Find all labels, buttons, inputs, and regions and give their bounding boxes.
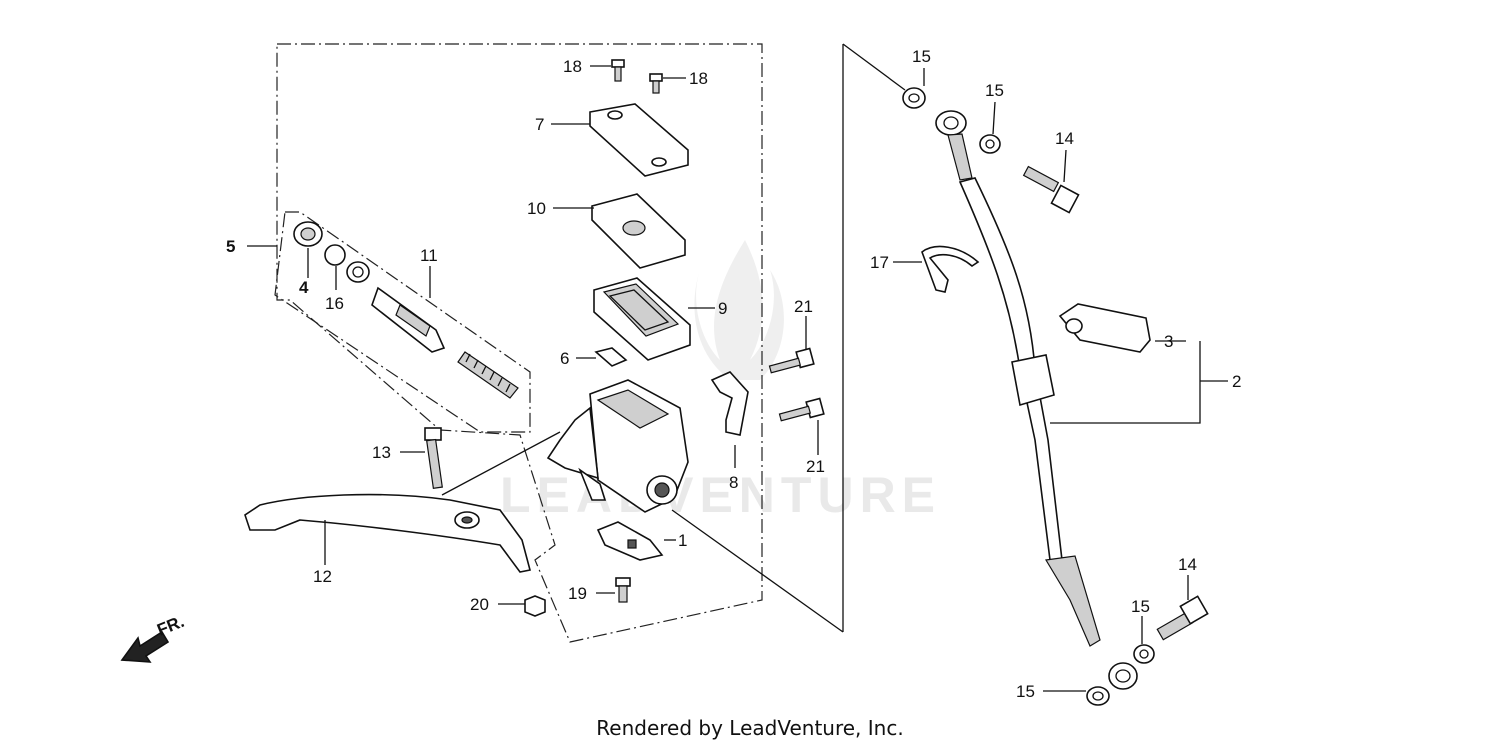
oil-bolt-14a [1022,165,1080,214]
direction-label: FR. [154,612,187,640]
callout-15a: 15 [912,47,931,66]
callout-15c: 15 [1131,597,1150,616]
reservoir-cap-7 [589,103,689,177]
callout-11: 11 [420,246,438,265]
pivot-bolt-13 [424,427,443,490]
lever-pivot-line [441,431,561,496]
callout-15b: 15 [985,81,1004,100]
washer-piston [346,261,370,283]
holder-8 [710,371,749,436]
callout-1: 1 [678,531,687,550]
diaphragm-9 [593,277,691,361]
callout-14a: 14 [1055,129,1074,148]
callout-2: 2 [1232,372,1241,391]
diaphragm-plate-10 [591,193,686,269]
boot-4 [293,221,323,247]
callout-10: 10 [527,199,546,218]
callout-7: 7 [535,115,544,134]
spring-piston [457,351,519,399]
callout-21b: 21 [806,457,825,476]
callout-18a: 18 [563,57,582,76]
hose-outline-bottom [671,509,844,633]
stop-switch-1 [596,521,664,561]
bolt-21a [768,347,815,374]
master-cylinder-body [546,379,689,513]
render-credit: Rendered by LeadVenture, Inc. [596,716,904,740]
screw-18b [649,73,663,94]
callout-9: 9 [718,299,727,318]
washer-15d [1086,686,1110,706]
watermark-text: LEADVENTURE [500,467,941,523]
watermark: LEADVENTURE [500,240,941,523]
screw-19 [615,577,631,603]
callout-14b: 14 [1178,555,1197,574]
bolt-21b [778,397,825,422]
callout-19: 19 [568,584,587,603]
hose-outline-top [842,43,906,91]
callout-16: 16 [325,294,344,313]
master-cylinder-group-outline [276,43,763,643]
washer-15c [1133,644,1155,664]
callout-12: 12 [313,567,332,586]
callout-5: 5 [226,237,235,256]
washer-15b [979,134,1001,154]
float-6 [594,347,628,367]
callout-17: 17 [870,253,889,272]
callout-21a: 21 [794,297,813,316]
piston-11 [371,286,446,353]
hose-clamp-3 [1058,303,1151,353]
group-outlines [274,43,906,643]
callout-4: 4 [299,278,309,297]
callout-labels: 1 2 3 4 5 6 7 8 9 10 11 12 13 14 14 15 1… [226,47,1241,701]
callout-13: 13 [372,443,391,462]
callout-18b: 18 [689,69,708,88]
piston-kit-group-outline [274,211,531,433]
brake-lever-12 [244,493,531,573]
callout-15d: 15 [1016,682,1035,701]
nut-20 [524,595,546,617]
callout-8: 8 [729,473,738,492]
circlip-16 [324,244,346,266]
brake-hose-2 [935,110,1138,690]
hose-clip-17 [921,245,980,293]
callout-20: 20 [470,595,489,614]
washer-15a [902,87,926,109]
front-direction-arrow: FR. [120,612,187,663]
screw-18a [611,59,625,82]
oil-bolt-14b [1156,595,1209,641]
callout-6: 6 [560,349,569,368]
callout-3: 3 [1164,332,1173,351]
leader-lines [247,65,1228,692]
